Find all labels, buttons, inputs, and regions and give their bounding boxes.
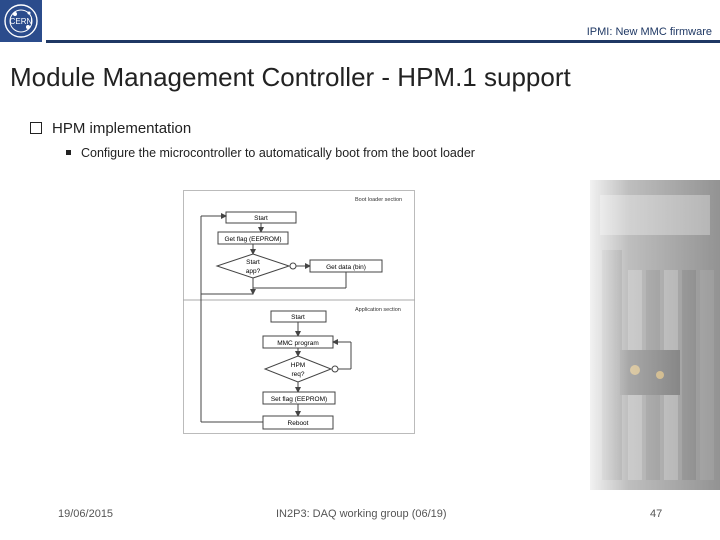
hpm-decision-line1: HPM bbox=[291, 362, 305, 369]
sub-bullet-configure: Configure the microcontroller to automat… bbox=[66, 146, 475, 160]
reboot-label: Reboot bbox=[288, 420, 309, 427]
app-start-label: Start bbox=[291, 314, 305, 321]
set-flag-label: Set flag (EEPROM) bbox=[271, 396, 327, 403]
application-section-label: Application section bbox=[355, 307, 401, 313]
set-flag-node bbox=[262, 391, 336, 405]
sub-bullet-text: Configure the microcontroller to automat… bbox=[81, 146, 475, 160]
footer-center: IN2P3: DAQ working group (06/19) bbox=[276, 508, 447, 520]
bullet-hpm-implementation: HPM implementation bbox=[30, 120, 191, 137]
get-data-label: Get data (bin) bbox=[326, 264, 366, 271]
header-rule bbox=[46, 40, 720, 43]
bullet-text: HPM implementation bbox=[52, 120, 192, 137]
crate-photo bbox=[580, 180, 720, 490]
mmc-program-label: MMC program bbox=[277, 340, 319, 347]
boot-flow-diagram: Boot loader section Application section … bbox=[183, 190, 415, 434]
boot-start-label: Start bbox=[254, 215, 268, 222]
slide-title: Module Management Controller - HPM.1 sup… bbox=[10, 62, 571, 92]
decision-line2: app? bbox=[246, 268, 261, 275]
boot-loader-section-label: Boot loader section bbox=[355, 197, 402, 203]
footer-page-number: 47 bbox=[650, 508, 663, 520]
cern-logo: CERN bbox=[0, 0, 42, 42]
checkbox-bullet-icon bbox=[30, 122, 42, 134]
header-title: IPMI: New MMC firmware bbox=[586, 26, 712, 38]
decision-line1: Start bbox=[246, 259, 260, 266]
footer-date: 19/06/2015 bbox=[58, 508, 114, 520]
hpm-decision-line2: req? bbox=[291, 371, 304, 378]
get-flag-label: Get flag (EEPROM) bbox=[224, 236, 281, 243]
logo-text: CERN bbox=[10, 17, 33, 26]
square-bullet-icon bbox=[66, 150, 71, 155]
